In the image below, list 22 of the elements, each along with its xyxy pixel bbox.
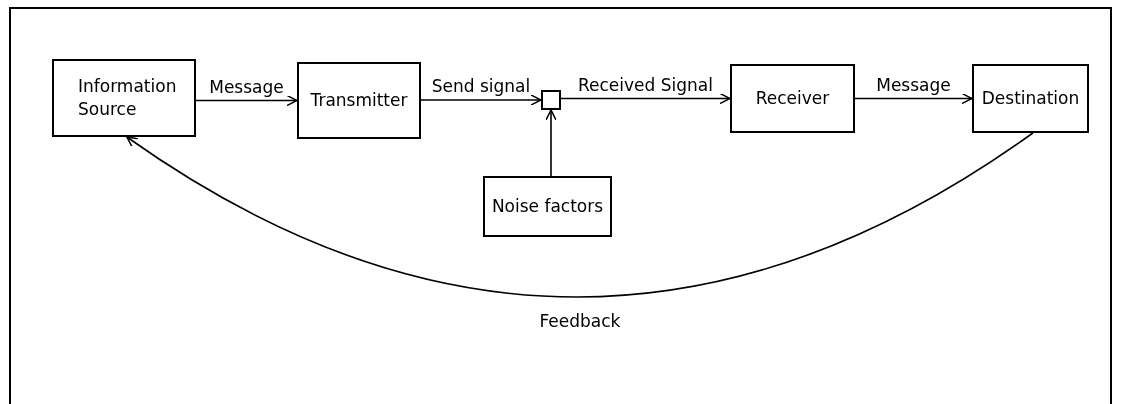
process-box	[730, 64, 855, 133]
edge-label: Message	[209, 76, 284, 97]
arrow	[420, 94, 542, 106]
box-label: Transmitter	[310, 89, 408, 112]
edge-label: Send signal	[431, 76, 531, 96]
arrow	[126, 132, 1034, 298]
box-label: Information Source	[78, 75, 178, 121]
junction-box	[541, 90, 561, 110]
process-box	[52, 59, 196, 137]
arrow	[195, 94, 298, 107]
arrow	[545, 109, 557, 177]
process-box	[972, 64, 1089, 133]
box-label: Noise factors	[491, 195, 604, 218]
arrow	[560, 92, 731, 105]
edge-label: Feedback	[539, 311, 621, 331]
edge-label: Received Signal	[578, 74, 713, 95]
box-label: Receiver	[755, 87, 830, 110]
edge-label: Message	[876, 74, 951, 95]
arrow	[854, 92, 973, 105]
process-box	[483, 176, 612, 237]
process-box	[297, 62, 421, 139]
box-label: Destination	[981, 87, 1080, 110]
